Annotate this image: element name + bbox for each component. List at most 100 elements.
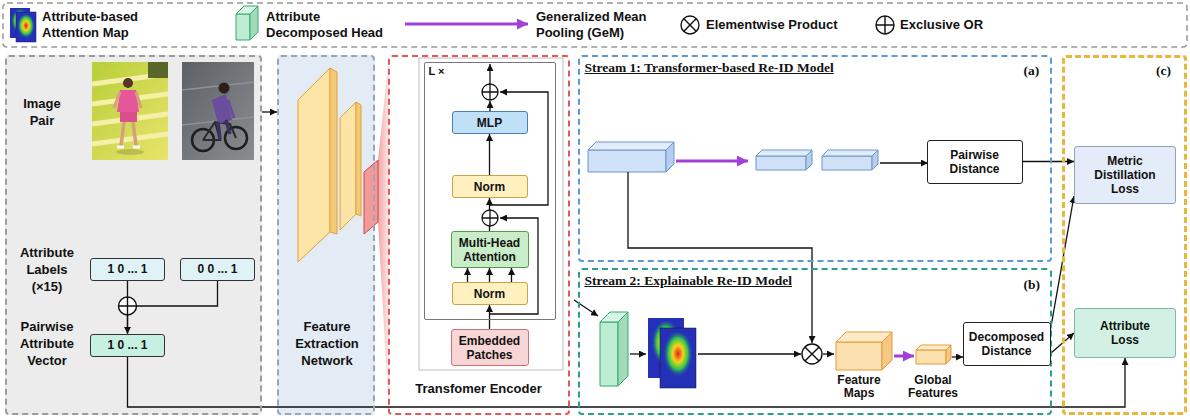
box-label: 1 0 ... 1 (107, 338, 147, 352)
attention-maps (660, 328, 696, 388)
panel-tag: (c) (1156, 62, 1171, 79)
pooled-feature (756, 156, 806, 170)
pairwise-vector-box: 1 0 ... 1 (90, 334, 165, 357)
attention-block: Multi-Head Attention (451, 231, 529, 268)
layer-repeat-box: L ×MLPNormMulti-Head AttentionNorm (424, 62, 556, 320)
connector (489, 305, 490, 329)
embedding-block: Embedded Patches (451, 329, 529, 366)
gem-arrow (676, 160, 748, 163)
connector (489, 134, 490, 175)
person-photo (114, 92, 141, 108)
xor-symbol (119, 297, 137, 315)
panel-title: Feature Extraction Network (281, 318, 373, 369)
box-label: Decomposed Distance (968, 330, 1046, 358)
person-photo (148, 62, 168, 78)
backbone-layers (340, 102, 356, 230)
stream-panel: Stream 1: Transformer-based Re-ID Model(… (578, 55, 1052, 262)
pooled-feature (756, 150, 812, 156)
connector (262, 111, 277, 112)
elementwise-product-icon (681, 16, 699, 34)
figure-caption-label: Global Features (903, 374, 963, 400)
distance-box: Decomposed Distance (963, 322, 1051, 366)
pooled-feature (806, 150, 812, 170)
feature-extraction-panel: Feature Extraction Network (277, 55, 375, 415)
exclusive-or-icon (876, 16, 894, 34)
cyclist-photo (212, 94, 232, 124)
person-photo (92, 62, 168, 160)
feature-panel-ground (277, 55, 375, 415)
xor-symbol (119, 297, 137, 315)
global-features (916, 345, 951, 364)
repeat-count: L × (429, 65, 445, 78)
person-photo (123, 78, 133, 88)
legend-text: Elementwise Product (706, 17, 837, 33)
connector (467, 268, 468, 282)
mlp-block: MLP (452, 111, 528, 134)
person-photo (92, 74, 168, 144)
flow-wire (630, 353, 646, 354)
box-label: Norm (474, 287, 505, 301)
stream-title: Stream 1: Transformer-based Re-ID Model (583, 59, 836, 76)
pooled-feature (822, 156, 872, 170)
encoder-frame (419, 58, 563, 370)
residual-wire (489, 64, 490, 84)
token-feature (588, 142, 674, 150)
connector (128, 281, 218, 334)
connector (489, 268, 490, 282)
token-feature (588, 150, 666, 172)
transformer-encoder-panel: Transfomer EncoderL ×MLPNormMulti-Head A… (388, 55, 570, 415)
pooled-feature (872, 150, 878, 170)
attribute-vector-box: 0 0 ... 1 (180, 258, 255, 281)
backbone-layers (298, 68, 361, 262)
cyclist-photo (228, 100, 234, 118)
box-label: Multi-Head Attention (456, 236, 524, 264)
gem-arrow (894, 355, 914, 358)
loss-box: Metric Distillation Loss (1074, 146, 1176, 204)
person-photo (120, 112, 137, 122)
pooled-feature (756, 150, 878, 170)
flow-wire (698, 353, 801, 354)
row-label: Attribute Labels (×15) (10, 244, 84, 295)
decomposed-head-icon (236, 6, 258, 40)
input-panel: Image PairAttribute Labels (×15)Pairwise… (5, 55, 262, 415)
zoomed-layer (364, 160, 378, 234)
row-label: Pairwise Attribute Vector (10, 318, 84, 369)
stream-title: Stream 2: Explainable Re-ID Model (583, 272, 795, 289)
distance-box: Pairwise Distance (927, 140, 1023, 184)
decomposed-head-icon (250, 6, 258, 40)
cyclist-photo (219, 83, 230, 94)
person-photo (121, 122, 136, 146)
legend-text: Attribute-based Attention Map (42, 9, 154, 41)
residual-add-symbol (482, 210, 498, 226)
token-feature (666, 142, 674, 172)
legend-text: Attribute Decomposed Head (266, 9, 391, 41)
attention-map-icon (16, 12, 36, 42)
cyclist-photo (218, 120, 230, 140)
loss-panel: (c) Metric Distillation LossAttribute Los… (1062, 55, 1187, 415)
backbone-layers (298, 68, 330, 262)
residual-add-symbol (482, 84, 498, 226)
decomposed-head (618, 312, 628, 386)
loss-box: Attribute Loss (1074, 308, 1176, 358)
gem-arrow-icon (405, 23, 528, 26)
pooled-feature (822, 150, 878, 156)
feature-maps (882, 332, 892, 370)
xor-symbol (119, 297, 137, 315)
residual-add-symbol (482, 84, 498, 100)
person-photo (116, 149, 144, 155)
flow-wire (823, 353, 834, 354)
attention-maps (648, 318, 696, 388)
legend-frame (3, 3, 1187, 47)
cyclist-photo (182, 62, 254, 160)
box-label: Embedded Patches (456, 334, 524, 362)
backbone-layers (330, 68, 337, 234)
elementwise-product-icon (684, 19, 697, 32)
flow-wire (628, 172, 812, 343)
legend-text: Exclusive OR (900, 17, 983, 33)
legend-text: Generalized Mean Pooling (GeM) (536, 9, 654, 41)
residual-add-symbol (482, 210, 498, 226)
attention-map-icon (10, 8, 36, 42)
connector (511, 268, 512, 282)
norm-block: Norm (452, 175, 528, 198)
